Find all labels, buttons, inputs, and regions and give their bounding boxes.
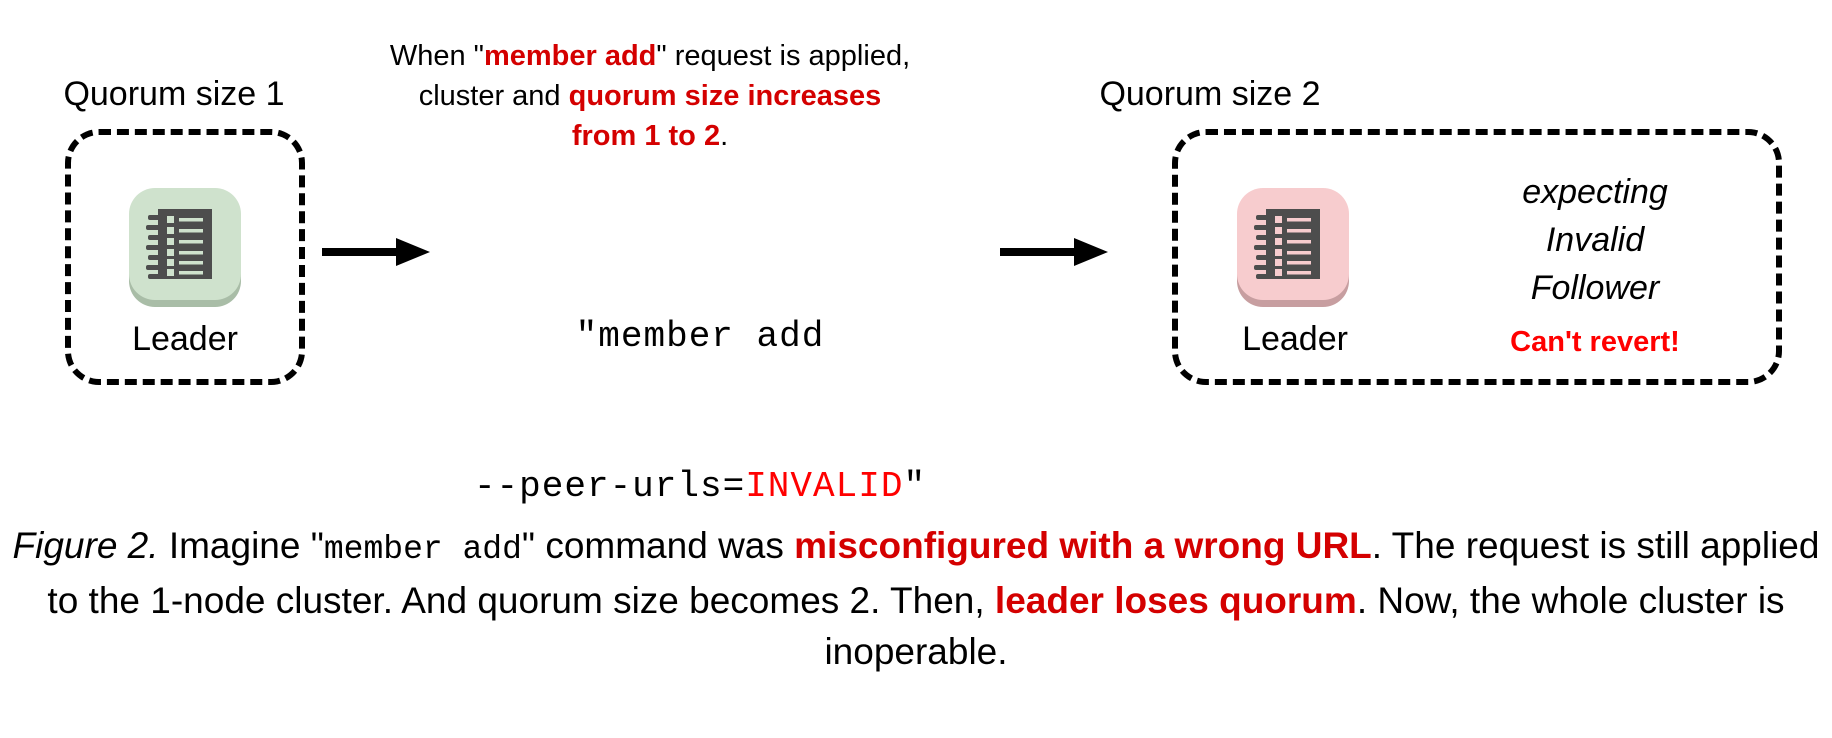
leader-label-right: Leader bbox=[1242, 320, 1348, 358]
server-log-icon bbox=[146, 209, 212, 279]
command-text: "member add --peer-urls=INVALID" bbox=[420, 212, 980, 562]
leader-label-left: Leader bbox=[132, 320, 238, 358]
figure-caption-label: Figure 2. bbox=[12, 525, 159, 566]
expecting-line-3: Follower bbox=[1530, 269, 1660, 307]
command-line-2: --peer-urls=INVALID" bbox=[420, 462, 980, 512]
server-log-icon bbox=[1254, 209, 1320, 279]
expecting-follower-note: expecting Invalid Follower bbox=[1445, 168, 1745, 312]
expecting-line-1: expecting bbox=[1522, 173, 1668, 211]
top-annotation-line1-highlight: member add bbox=[483, 40, 657, 72]
quorum-size-title-right: Quorum size 2 bbox=[1099, 75, 1321, 113]
cluster-box-left bbox=[65, 129, 305, 385]
figure-caption-highlight-1: misconfigured with a wrong URL bbox=[794, 525, 1372, 566]
cluster-box-right bbox=[1172, 129, 1782, 385]
top-annotation-line-1: When "member add" request is applied, bbox=[330, 36, 970, 76]
node-tile-right bbox=[1234, 186, 1352, 310]
quorum-size-title-left: Quorum size 1 bbox=[63, 75, 285, 113]
figure-caption-mono1: member add bbox=[323, 531, 522, 568]
top-annotation-line3-post: . bbox=[720, 120, 729, 152]
command-line2-post: " bbox=[903, 466, 927, 507]
command-line2-pre: --peer-urls= bbox=[473, 466, 746, 507]
figure-caption-seg2: " command was bbox=[521, 525, 795, 566]
figure-caption-seg3: . The request is still applied to the 1-… bbox=[47, 525, 1820, 621]
cant-revert-warning: Can't revert! bbox=[1510, 326, 1680, 358]
top-annotation-line-2: cluster and quorum size increases bbox=[330, 76, 970, 116]
top-annotation-line1-pre: When " bbox=[389, 40, 484, 72]
command-line-1: "member add bbox=[575, 316, 825, 357]
top-annotation-line-3: from 1 to 2. bbox=[330, 116, 970, 156]
expecting-line-2: Invalid bbox=[1545, 221, 1645, 259]
figure-caption-seg1: Imagine " bbox=[158, 525, 324, 566]
top-annotation: When "member add" request is applied, cl… bbox=[330, 36, 970, 156]
top-annotation-line2-highlight: quorum size increases bbox=[568, 80, 882, 112]
command-invalid-value: INVALID bbox=[745, 466, 904, 507]
figure-caption: Figure 2. Imagine "member add" command w… bbox=[0, 520, 1832, 677]
figure-caption-seg4: . Now, the whole cluster is inoperable. bbox=[824, 580, 1785, 672]
top-annotation-line2-pre: cluster and bbox=[418, 80, 569, 112]
arrow-right-icon-1 bbox=[322, 232, 432, 277]
figure-caption-highlight-2: leader loses quorum bbox=[994, 580, 1357, 621]
node-tile-left bbox=[126, 186, 244, 310]
top-annotation-line3-highlight: from 1 to 2 bbox=[571, 120, 721, 152]
top-annotation-line1-post: " request is applied, bbox=[656, 40, 911, 72]
arrow-right-icon-2 bbox=[1000, 232, 1110, 277]
